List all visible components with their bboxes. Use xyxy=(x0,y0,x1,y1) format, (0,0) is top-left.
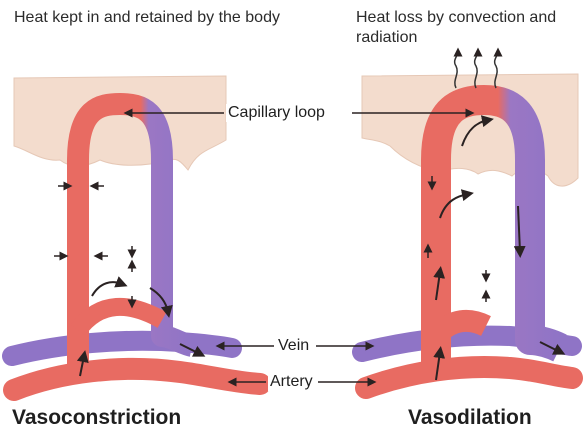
vasoconstriction-title: Vasoconstriction xyxy=(12,406,181,430)
vasodilation-title: Vasodilation xyxy=(408,406,532,430)
vein-label: Vein xyxy=(276,337,311,355)
artery-label: Artery xyxy=(268,373,315,391)
shunt-left xyxy=(78,307,162,330)
flow-arrow-left-2 xyxy=(92,282,122,296)
artery-left xyxy=(14,369,260,390)
skin-layer-left xyxy=(14,76,226,170)
artery-right xyxy=(366,367,572,388)
capillary-loop-label: Capillary loop xyxy=(226,104,327,122)
